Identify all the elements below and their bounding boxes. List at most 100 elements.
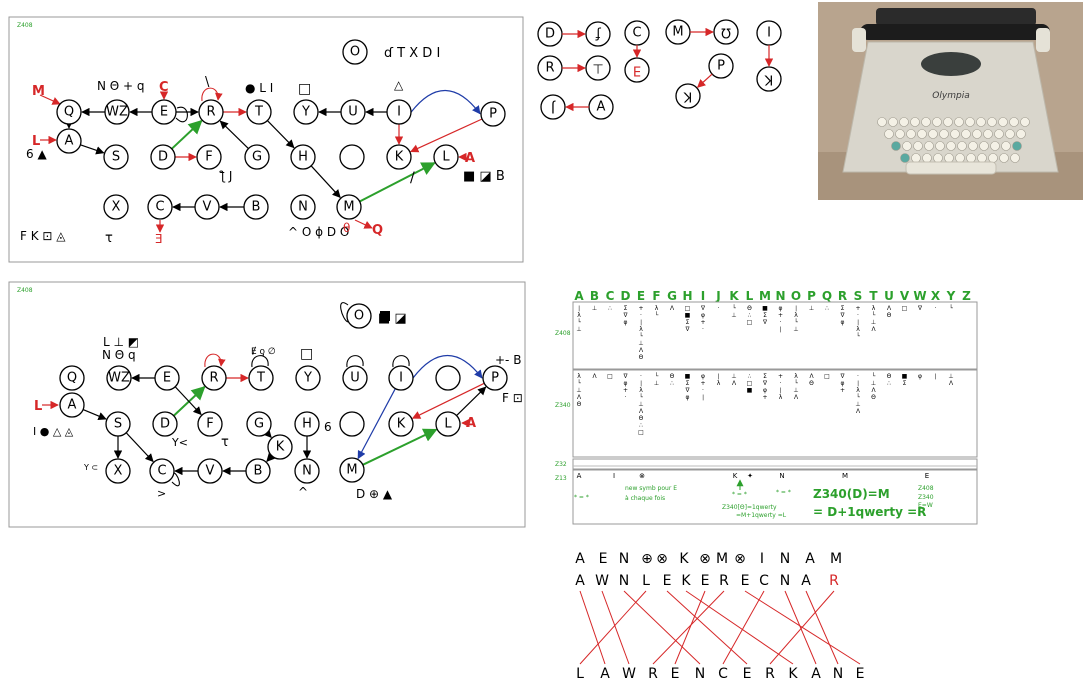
anagram-bottom-char: E	[743, 666, 752, 682]
svg-text:X: X	[112, 200, 121, 215]
svg-text:φ: φ	[624, 319, 628, 326]
p2-loop-i	[392, 355, 410, 368]
p2-node-l: L	[435, 411, 461, 437]
svg-text:K: K	[395, 150, 404, 165]
svg-text:φ: φ	[701, 373, 705, 380]
svg-text:λ: λ	[794, 312, 798, 319]
svg-text:A: A	[577, 472, 582, 480]
svg-text:Λ: Λ	[871, 387, 876, 394]
svg-text:└: └	[856, 332, 860, 340]
svg-text:∣: ∣	[795, 305, 798, 312]
svg-text:∇: ∇	[684, 387, 690, 394]
p2-edge-m-l	[362, 428, 438, 466]
p2-node-a: A	[59, 392, 85, 418]
anagram-top-char: K	[679, 551, 689, 567]
anagram-bottom-char: L	[576, 666, 584, 682]
table-header-p: P	[807, 289, 816, 303]
annot-below-g: ƪ J	[219, 169, 232, 183]
p2-node-h: H	[294, 411, 320, 437]
anagram-middle-char: E	[741, 573, 750, 589]
svg-text:·: ·	[718, 305, 720, 312]
edge-p-k	[410, 118, 483, 153]
edge-i-p	[410, 89, 481, 115]
anagram-link	[769, 590, 835, 665]
svg-text:+: +	[700, 380, 705, 387]
svg-text:∇: ∇	[762, 380, 768, 387]
svg-text:∴: ∴	[670, 380, 674, 387]
svg-text:□: □	[747, 319, 753, 326]
svg-text:φ: φ	[686, 394, 690, 401]
svg-text:⊥: ⊥	[592, 305, 597, 312]
svg-text:λ: λ	[577, 312, 581, 319]
svg-text:V: V	[206, 464, 215, 479]
annot-above-t: ● L I	[245, 81, 273, 95]
edge-m-l	[359, 162, 436, 203]
svg-text:⊥: ⊥	[654, 380, 659, 387]
note-star-3: * = *	[776, 489, 791, 496]
pair-target: Ǝ	[624, 57, 650, 83]
typewriter-illustration: Olympia	[818, 2, 1083, 200]
p2-annot-top-o: ■ ◪	[378, 311, 407, 326]
edge-m-label-q	[39, 94, 61, 105]
svg-text:S: S	[112, 150, 120, 165]
p2-node-g: G	[246, 411, 272, 437]
edge-a-s	[80, 144, 105, 155]
svg-text:M: M	[842, 472, 848, 480]
svg-text:∣: ∣	[779, 387, 782, 394]
edge-h-m	[310, 165, 341, 199]
p1-node-a: A	[56, 128, 82, 154]
svg-text:Θ: Θ	[887, 373, 892, 380]
p2-node-d: D	[152, 411, 178, 437]
p2-node-i: I	[388, 365, 414, 391]
svg-text:U: U	[348, 105, 358, 120]
edge-m-q	[354, 219, 373, 229]
p1-node-f: F	[196, 144, 222, 170]
pair-source: I	[756, 20, 782, 46]
svg-text:N: N	[298, 200, 308, 215]
p2-edge-i-p	[412, 354, 483, 379]
svg-text:G: G	[254, 417, 264, 432]
p2-annot-right-p2: F ⊡	[502, 391, 523, 405]
svg-text:Λ: Λ	[794, 394, 799, 401]
svg-text:K: K	[397, 417, 406, 432]
svg-text:⊥: ⊥	[576, 387, 581, 394]
p1-node-d: D	[150, 144, 176, 170]
anagram-middle-char: E	[701, 573, 710, 589]
svg-text:Θ: Θ	[809, 380, 814, 387]
svg-text:N: N	[779, 472, 784, 480]
anagram-bottom-char: C	[718, 666, 728, 682]
anagram-middle-char: N	[780, 573, 790, 589]
p2-node-b: B	[245, 458, 271, 484]
svg-text:T: T	[254, 105, 263, 120]
anagram-top-char: N	[619, 551, 629, 567]
svg-text:N: N	[302, 464, 312, 479]
anagram-link	[685, 590, 794, 665]
p1-node-n: N	[290, 194, 316, 220]
p1-node-h: H	[290, 144, 316, 170]
svg-text:K: K	[764, 72, 773, 87]
edge-d-r	[171, 119, 203, 150]
annot-above-i: △	[394, 78, 404, 92]
loop-e	[175, 106, 188, 123]
svg-text:Σ: Σ	[763, 312, 767, 319]
anagram-top-char: A	[575, 551, 585, 567]
svg-text:D: D	[160, 417, 170, 432]
note-star-1: * = *	[574, 494, 589, 501]
svg-text:S: S	[114, 417, 122, 432]
svg-text:∣: ∣	[640, 380, 643, 387]
p2-edge-a-s	[82, 409, 107, 421]
anagram-bottom-char: N	[695, 666, 705, 682]
p2-annot-below-a: Ⅰ ● △ ◬	[33, 425, 74, 438]
anagram-top-char: ⊕	[641, 551, 653, 567]
table-header-m: M	[759, 289, 771, 303]
table-header-y: Y	[946, 289, 956, 303]
svg-text:Λ: Λ	[592, 373, 597, 380]
table-header-e: E	[637, 289, 645, 303]
svg-text:φ: φ	[624, 380, 628, 387]
svg-text:∴: ∴	[887, 380, 891, 387]
svg-text:P: P	[717, 59, 725, 74]
loop-r	[201, 87, 223, 102]
svg-text:I: I	[399, 371, 403, 386]
